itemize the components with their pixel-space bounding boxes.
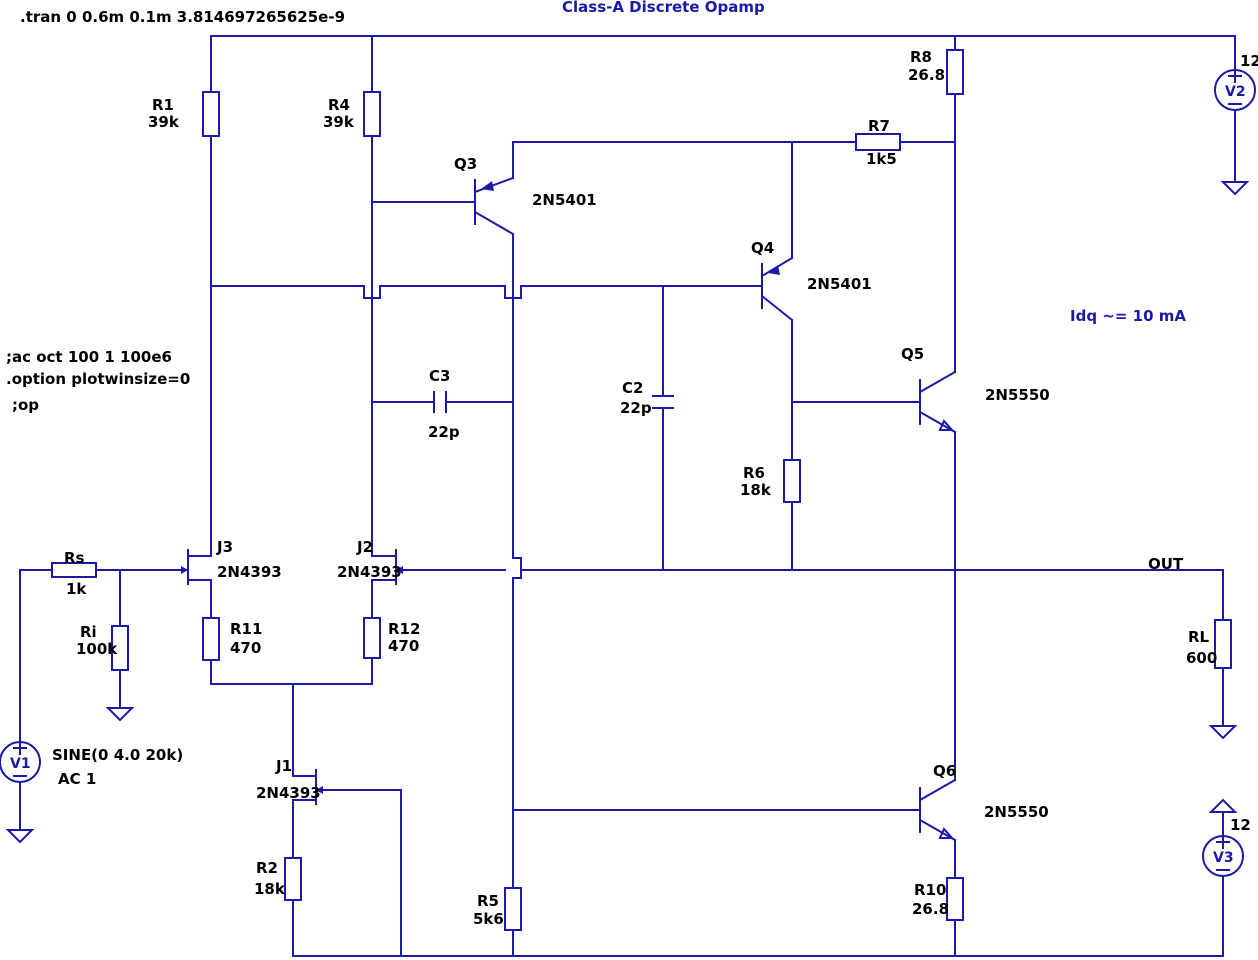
resistor-R8 xyxy=(946,49,964,95)
npn-transistor-Q6 xyxy=(918,778,957,842)
op-directive: ;op xyxy=(12,396,39,414)
idq-note: Idq ~= 10 mA xyxy=(1070,307,1186,325)
R6-name: R6 xyxy=(743,464,765,482)
capacitor-C2 xyxy=(652,395,674,409)
R7-value: 1k5 xyxy=(866,150,897,168)
Q5-value: 2N5550 xyxy=(985,386,1050,404)
resistor-Ri xyxy=(111,625,129,671)
jfet-J3 xyxy=(181,541,212,589)
resistor-R6 xyxy=(783,459,801,503)
V3-value: 12 xyxy=(1230,816,1251,834)
R11-name: R11 xyxy=(230,620,262,638)
resistor-R4 xyxy=(363,91,381,137)
C3-value: 22p xyxy=(428,423,460,441)
R12-value: 470 xyxy=(388,637,419,655)
C2-name: C2 xyxy=(622,379,643,397)
resistor-R5 xyxy=(504,887,522,931)
V1-value: SINE(0 4.0 20k) xyxy=(52,746,183,764)
J2-name: J2 xyxy=(356,538,373,556)
Rs-name: Rs xyxy=(64,549,85,567)
R8-value: 26.8 xyxy=(908,66,945,84)
R1-name: R1 xyxy=(152,96,174,114)
voltage-source-V2 xyxy=(1214,69,1256,111)
Q6-value: 2N5550 xyxy=(984,803,1049,821)
Q3-name: Q3 xyxy=(454,155,477,173)
R4-name: R4 xyxy=(328,96,350,114)
jfet-J1 xyxy=(292,755,323,805)
V3-name: V3 xyxy=(1213,850,1234,866)
J1-name: J1 xyxy=(275,757,292,775)
ground-symbol xyxy=(1208,725,1238,740)
ground-symbol xyxy=(5,829,35,844)
C3-name: C3 xyxy=(429,367,450,385)
J2-value: 2N4393 xyxy=(337,563,402,581)
Q4-value: 2N5401 xyxy=(807,275,872,293)
V1-ac: AC 1 xyxy=(58,770,96,788)
resistor-RL xyxy=(1214,619,1232,669)
ac-directive: ;ac oct 100 1 100e6 xyxy=(6,348,172,366)
option-directive: .option plotwinsize=0 xyxy=(6,370,190,388)
RL-name: RL xyxy=(1188,628,1210,646)
V2-name: V2 xyxy=(1225,84,1246,100)
schematic-title: Class-A Discrete Opamp xyxy=(562,0,765,16)
resistor-Rs xyxy=(51,562,97,578)
R10-name: R10 xyxy=(914,881,946,899)
Ri-name: Ri xyxy=(80,623,97,641)
voltage-source-V1 xyxy=(0,741,41,783)
supply-arrow-symbol xyxy=(1208,798,1238,813)
Rs-value: 1k xyxy=(66,580,87,598)
R2-name: R2 xyxy=(256,859,278,877)
J3-value: 2N4393 xyxy=(217,563,282,581)
V2-value: 12 xyxy=(1240,52,1258,70)
Q4-name: Q4 xyxy=(751,239,774,257)
R10-value: 26.8 xyxy=(912,900,949,918)
R7-name: R7 xyxy=(868,117,890,135)
ground-symbol xyxy=(105,707,135,722)
J1-value: 2N4393 xyxy=(256,784,321,802)
R6-value: 18k xyxy=(740,481,772,499)
Q6-name: Q6 xyxy=(933,762,956,780)
R8-name: R8 xyxy=(910,48,932,66)
resistor-R1 xyxy=(202,91,220,137)
capacitor-C3 xyxy=(433,391,447,413)
voltage-source-V3 xyxy=(1202,835,1244,877)
resistor-R2 xyxy=(284,857,302,901)
Ri-value: 100k xyxy=(76,640,118,658)
Q3-value: 2N5401 xyxy=(532,191,597,209)
resistor-R11 xyxy=(202,617,220,661)
resistor-R12 xyxy=(363,617,381,659)
wires xyxy=(19,35,1236,957)
npn-transistor-Q5 xyxy=(918,370,957,434)
pnp-transistor-Q3 xyxy=(473,176,515,236)
resistor-R7 xyxy=(855,133,901,151)
V1-name: V1 xyxy=(10,756,31,772)
R5-value: 5k6 xyxy=(473,910,504,928)
RL-value: 600 xyxy=(1186,649,1217,667)
out-net-label: OUT xyxy=(1148,555,1184,573)
R4-value: 39k xyxy=(323,113,355,131)
Q5-name: Q5 xyxy=(901,345,924,363)
resistor-R10 xyxy=(946,877,964,921)
ground-symbol xyxy=(1220,181,1250,196)
R11-value: 470 xyxy=(230,639,261,657)
R5-name: R5 xyxy=(477,892,499,910)
J3-name: J3 xyxy=(216,538,233,556)
pnp-transistor-Q4 xyxy=(760,256,794,322)
jfet-J2 xyxy=(371,541,403,589)
R1-value: 39k xyxy=(148,113,180,131)
tran-directive: .tran 0 0.6m 0.1m 3.814697265625e-9 xyxy=(20,8,345,26)
R2-value: 18k xyxy=(254,880,286,898)
R12-name: R12 xyxy=(388,620,420,638)
C2-value: 22p xyxy=(620,399,652,417)
